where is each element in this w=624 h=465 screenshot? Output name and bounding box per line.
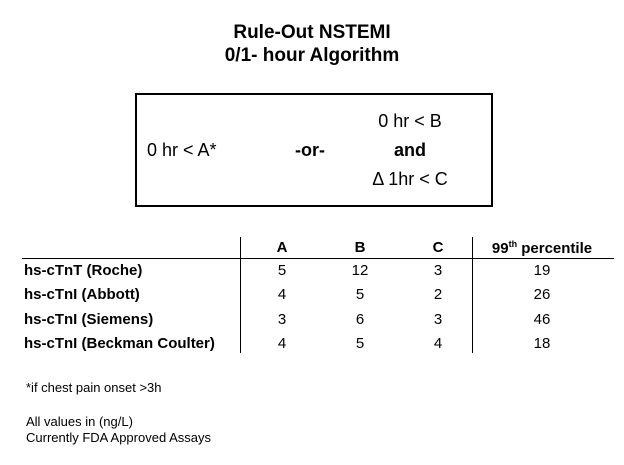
criteria-box: 0 hr < A* -or- 0 hr < B and Δ 1hr < C xyxy=(135,93,493,207)
cell-b: 5 xyxy=(355,335,365,352)
units-note: All values in (ng/L) xyxy=(26,414,133,429)
title-line-2: 0/1- hour Algorithm xyxy=(224,45,400,66)
cell-p99: 46 xyxy=(533,311,551,328)
cell-a: 4 xyxy=(277,286,287,303)
header-rule xyxy=(22,258,614,259)
header-c: C xyxy=(432,239,444,256)
cell-c: 4 xyxy=(433,335,443,352)
title-line-1: Rule-Out NSTEMI xyxy=(233,22,391,43)
criterion-c: Δ 1hr < C xyxy=(372,169,448,189)
cell-c: 3 xyxy=(433,311,443,328)
table-divider xyxy=(240,237,241,353)
cell-b: 12 xyxy=(351,262,369,279)
row-label: hs-cTnI (Beckman Coulter) xyxy=(24,335,215,352)
header-99: 99 xyxy=(491,240,509,257)
header-99th-percentile: 99th percentile xyxy=(492,239,592,257)
header-th: th xyxy=(508,239,518,249)
row-label: hs-cTnT (Roche) xyxy=(24,262,143,279)
header-b: B xyxy=(354,239,366,256)
or-label: -or- xyxy=(295,140,325,160)
table-divider xyxy=(472,237,473,353)
cell-p99: 19 xyxy=(533,262,551,279)
cell-b: 6 xyxy=(355,311,365,328)
cell-c: 2 xyxy=(433,286,443,303)
cell-b: 5 xyxy=(355,286,365,303)
cell-p99: 18 xyxy=(533,335,551,352)
header-percentile: percentile xyxy=(517,240,593,257)
cell-a: 4 xyxy=(277,335,287,352)
criterion-a: 0 hr < A* xyxy=(147,140,217,160)
cell-c: 3 xyxy=(433,262,443,279)
cell-a: 5 xyxy=(277,262,287,279)
footnote: *if chest pain onset >3h xyxy=(26,380,162,395)
approval-note: Currently FDA Approved Assays xyxy=(26,430,211,445)
header-a: A xyxy=(276,239,288,256)
criterion-b: 0 hr < B xyxy=(378,111,442,131)
row-label: hs-cTnI (Siemens) xyxy=(24,311,154,328)
cell-p99: 26 xyxy=(533,286,551,303)
cell-a: 3 xyxy=(277,311,287,328)
row-label: hs-cTnI (Abbott) xyxy=(24,286,140,303)
and-label: and xyxy=(393,140,426,160)
